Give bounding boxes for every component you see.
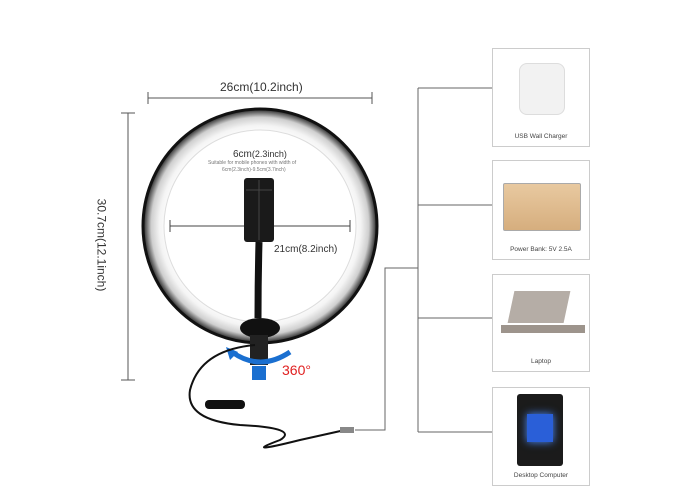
laptop-image [507, 291, 571, 323]
width-dimension-line [147, 92, 373, 104]
power-source-laptop: Laptop [492, 274, 590, 372]
desktop-computer-image [517, 394, 563, 466]
holder-width-inch: (2.3inch) [251, 149, 287, 159]
power-source-usb-wall-charger: USB Wall Charger [492, 48, 590, 147]
wall-charger-image [519, 63, 565, 115]
power-source-power-bank: Power Bank: 5V 2.5A [492, 160, 590, 260]
power-source-desktop-computer: Desktop Computer [492, 387, 590, 486]
rotation-arrow [230, 349, 292, 365]
power-source-label: Desktop Computer [513, 472, 569, 479]
power-bank-image [503, 183, 581, 231]
gooseneck [254, 241, 263, 319]
power-source-label: Laptop [531, 358, 551, 365]
holder-note: Suitable for mobile phones with width of [208, 160, 297, 166]
height-dimension-line [121, 112, 135, 381]
inline-switch [205, 400, 245, 409]
power-source-label: USB Wall Charger [514, 133, 568, 140]
connection-lines [355, 87, 492, 433]
holder-range: 6cm(2.3inch)-9.5cm(3.7inch) [222, 167, 286, 173]
power-source-label: Power Bank: 5V 2.5A [510, 246, 572, 253]
holder-width-cm: 6cm [233, 149, 252, 160]
holder-width-label: 6cm(2.3inch) [233, 149, 287, 160]
usb-cable [188, 344, 346, 449]
width-label: 26cm(10.2inch) [220, 80, 303, 94]
inner-diameter-label: 21cm(8.2inch) [274, 244, 338, 255]
height-label: 30.7cm(12.1inch) [94, 198, 109, 292]
clamp [250, 335, 268, 365]
rotation-label: 360° [282, 362, 311, 378]
